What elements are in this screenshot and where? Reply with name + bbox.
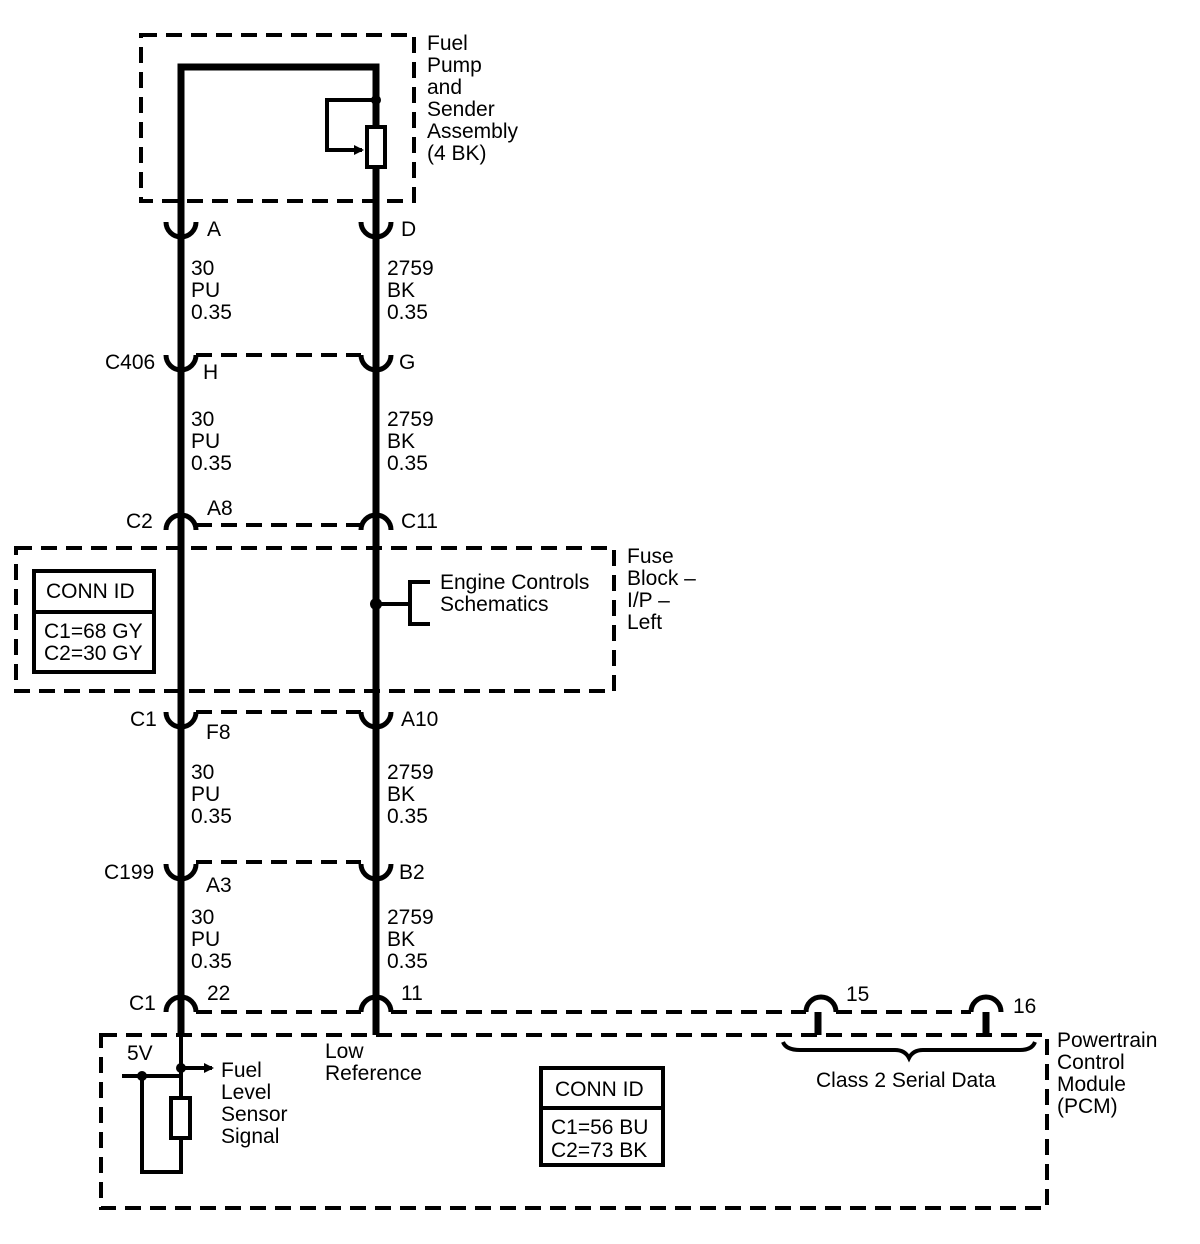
svg-text:C1=68 GY: C1=68 GY bbox=[44, 620, 143, 643]
connector-c199: C199 A3 B2 bbox=[104, 860, 425, 897]
svg-text:30 PU 0.35: 30 PU 0.35 bbox=[191, 761, 232, 828]
fuse-block-conn-id-table: CONN ID C1=68 GY C2=30 GY bbox=[32, 569, 156, 674]
c199-pin-a3: A3 bbox=[206, 874, 232, 897]
svg-text:CONN ID: CONN ID bbox=[46, 580, 135, 603]
pcm-pin-15: 15 bbox=[846, 983, 869, 1006]
wire-labels-segment-2: 30 PU 0.35 2759 BK 0.35 bbox=[191, 408, 440, 475]
svg-text:2759 BK 0.35: 2759 BK 0.35 bbox=[387, 408, 440, 475]
c11-id: C11 bbox=[401, 510, 438, 533]
powertrain-control-module: 5V Fuel Level Sensor Signal Low Referenc… bbox=[99, 1029, 1163, 1210]
c199-pin-b2: B2 bbox=[399, 861, 425, 884]
engine-controls-bracket bbox=[408, 580, 430, 626]
fuse-block-title: Fuse Block – I/P – Left bbox=[627, 545, 702, 634]
pin-a-label: A bbox=[207, 218, 221, 241]
c406-pin-g: G bbox=[399, 351, 415, 374]
class2-serial-data-label: Class 2 Serial Data bbox=[816, 1069, 996, 1092]
svg-text:2759 BK 0.35: 2759 BK 0.35 bbox=[387, 906, 440, 973]
wire-labels-segment-1: 30 PU 0.35 2759 BK 0.35 bbox=[191, 257, 440, 324]
svg-text:CONN ID: CONN ID bbox=[555, 1078, 644, 1101]
pcm-conn-id-table: CONN ID C1=56 BU C2=73 BK bbox=[539, 1066, 665, 1167]
fuel-pump-title: Fuel Pump and Sender Assembly (4 BK) bbox=[427, 32, 524, 165]
fuel-pump-internal-wire bbox=[177, 63, 380, 200]
svg-text:C2=30 GY: C2=30 GY bbox=[44, 642, 143, 665]
five-volt-label: 5V bbox=[127, 1042, 153, 1065]
c1-pin-f8: F8 bbox=[206, 721, 231, 744]
fuse-block-bottom-connectors: C1 F8 A10 bbox=[130, 708, 438, 744]
c2-pin-a8: A8 bbox=[207, 497, 233, 520]
fuse-block-boundary bbox=[14, 546, 616, 693]
fuel-pump-sender-assembly: Fuel Pump and Sender Assembly (4 BK) bbox=[139, 32, 524, 203]
fuel-level-sensor-resistor bbox=[169, 1096, 192, 1140]
a10-pin: A10 bbox=[401, 708, 438, 731]
svg-text:30 PU 0.35: 30 PU 0.35 bbox=[191, 257, 232, 324]
wire-labels-segment-4: 30 PU 0.35 2759 BK 0.35 bbox=[191, 906, 440, 973]
svg-text:30 PU 0.35: 30 PU 0.35 bbox=[191, 906, 232, 973]
engine-controls-reference: Engine Controls Schematics bbox=[440, 571, 595, 616]
wire-runs bbox=[177, 200, 380, 1035]
pcm-c1-id: C1 bbox=[129, 992, 156, 1015]
c406-pin-h: H bbox=[203, 361, 218, 384]
c199-id: C199 bbox=[104, 861, 154, 884]
fuse-block-top-connectors: C2 A8 C11 bbox=[126, 497, 438, 533]
wire-labels-segment-3: 30 PU 0.35 2759 BK 0.35 bbox=[191, 761, 440, 828]
pcm-title: Powertrain Control Module (PCM) bbox=[1057, 1029, 1163, 1118]
connector-c406: C406 H G bbox=[105, 351, 415, 384]
class2-brace bbox=[781, 1041, 1037, 1063]
pcm-pin-11: 11 bbox=[401, 982, 423, 1005]
fuel-sender-resistor bbox=[365, 125, 387, 169]
fuel-level-sensor-signal: Fuel Level Sensor Signal bbox=[221, 1059, 293, 1148]
svg-text:2759 BK 0.35: 2759 BK 0.35 bbox=[387, 257, 440, 324]
pcm-pin-22: 22 bbox=[207, 982, 230, 1005]
fuse-block-ip-left: CONN ID C1=68 GY C2=30 GY Engine Control… bbox=[14, 545, 702, 693]
pcm-connector-c1: C1 22 11 15 16 bbox=[129, 982, 1036, 1035]
pcm-boundary bbox=[99, 1033, 1049, 1210]
low-reference-label: Low Reference bbox=[325, 1040, 422, 1085]
c2-id: C2 bbox=[126, 510, 153, 533]
fuel-pump-boundary bbox=[139, 33, 416, 203]
fuel-sender-wiper-arrow bbox=[325, 98, 376, 155]
svg-text:C1=56 BU: C1=56 BU bbox=[551, 1116, 648, 1139]
pcm-pin-16: 16 bbox=[1013, 995, 1036, 1018]
c1-id: C1 bbox=[130, 708, 157, 731]
svg-text:C2=73 BK: C2=73 BK bbox=[551, 1139, 647, 1162]
pin-d-label: D bbox=[401, 218, 416, 241]
svg-text:2759 BK 0.35: 2759 BK 0.35 bbox=[387, 761, 440, 828]
c406-id: C406 bbox=[105, 351, 155, 374]
svg-text:30 PU 0.35: 30 PU 0.35 bbox=[191, 408, 232, 475]
